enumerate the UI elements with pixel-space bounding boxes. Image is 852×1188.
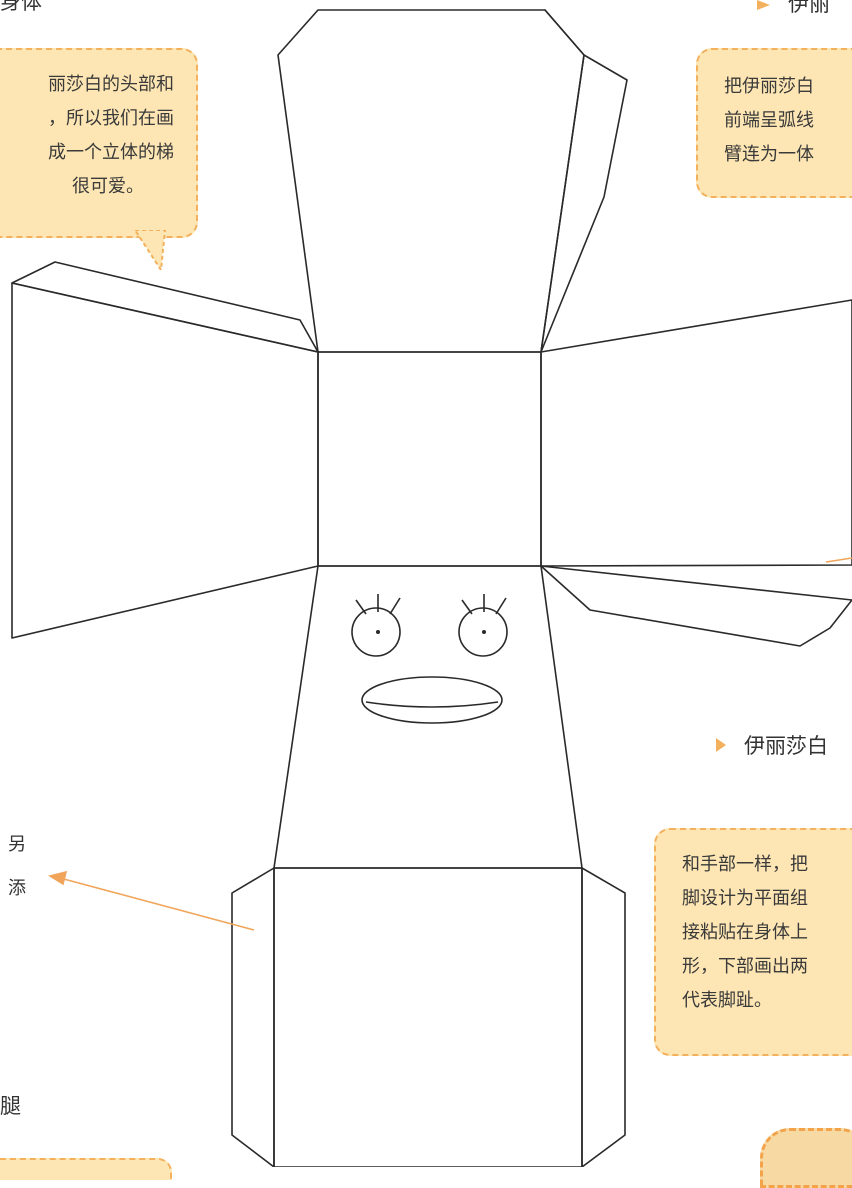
bubble-right-top-line-3: 臂连为一体 (724, 144, 814, 165)
bubble-right-top: 把伊丽莎白 前端呈弧线 臂连为一体 (696, 48, 852, 198)
left-pupil (376, 630, 380, 634)
body-panel (273, 565, 583, 869)
left-arrow-line (59, 877, 255, 931)
mouth-line (365, 701, 499, 708)
right-eyelashes (461, 594, 507, 615)
top-left-heading: 身体 (0, 0, 42, 14)
bubble-left: 丽莎白的头部和 ，所以我们在画 成一个立体的梯 很可爱。 (0, 48, 198, 238)
left-arrow-head (47, 870, 68, 886)
bubble-right-bottom-line-1: 和手部一样，把 (682, 854, 808, 875)
heading-right-mid: 伊丽莎白 (744, 734, 828, 758)
bubble-left-line-4: 很可爱。 (72, 176, 144, 197)
right-arm-panel (540, 299, 852, 567)
mouth (361, 676, 503, 724)
bubble-left-line-1: 丽莎白的头部和 (48, 74, 174, 95)
bottom-left-flap (231, 867, 275, 1167)
top-flap (277, 9, 585, 353)
top-right-pointer (757, 0, 770, 10)
bottom-panel (273, 867, 583, 1167)
bubble-right-bottom-line-2: 脚设计为平面组 (682, 888, 808, 909)
bubble-right-bottom-line-3: 接粘贴在身体上 (682, 922, 808, 943)
bubble-left-line-2: ，所以我们在画 (48, 108, 174, 129)
left-fragment-2: 添 (8, 878, 26, 899)
heading-right-mid-marker (716, 738, 726, 752)
left-arm-panel (11, 282, 319, 639)
top-flap-side (540, 9, 628, 353)
bubble-bottom-left-edge (0, 1158, 172, 1180)
bubble-right-top-line-2: 前端呈弧线 (724, 110, 814, 131)
left-arm-flap (11, 261, 319, 353)
bubble-left-line-3: 成一个立体的梯 (48, 142, 174, 163)
left-fragment-1: 另 (8, 834, 26, 855)
left-eyelashes (355, 594, 401, 615)
bubble-right-top-line-1: 把伊丽莎白 (724, 76, 814, 97)
bubble-left-tail (135, 230, 167, 270)
right-eye (458, 607, 508, 657)
bubble-right-bottom-line-5: 代表脚趾。 (682, 990, 772, 1011)
left-eye (351, 607, 401, 657)
bottom-right-flap (581, 867, 626, 1167)
right-arrow-line (825, 557, 852, 563)
right-pupil (482, 630, 486, 634)
bubble-right-bottom-line-4: 形，下部画出两 (682, 956, 808, 977)
bottom-right-blob (760, 1128, 852, 1188)
center-panel (317, 351, 542, 567)
right-arm-flap (540, 565, 852, 647)
bubble-right-bottom: 和手部一样，把 脚设计为平面组 接粘贴在身体上 形，下部画出两 代表脚趾。 (654, 828, 852, 1056)
top-right-heading: 伊丽 (788, 0, 830, 16)
bottom-left-heading: 腿 (0, 1094, 21, 1118)
